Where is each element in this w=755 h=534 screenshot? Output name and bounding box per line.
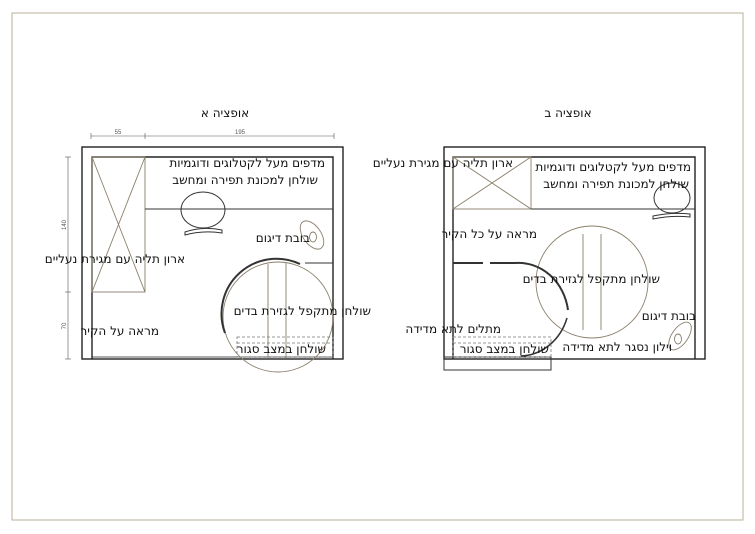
- label-mannequin: בובת דיגום: [642, 309, 696, 323]
- label-mirror: מראה על הקיר: [80, 324, 159, 338]
- label-mannequin: בובת דיגום: [256, 231, 310, 245]
- label-closed-table: שולחן במצב סגור: [460, 342, 549, 356]
- label-hangers: מתלים לתא מדידה: [405, 322, 501, 336]
- closed-table: [236, 336, 334, 358]
- dim-140: 140: [62, 219, 68, 230]
- mannequin-icon: [668, 321, 692, 351]
- chair-icon: [180, 191, 226, 236]
- label-curtain: וילון נסגר לתא מדידה: [562, 340, 672, 354]
- label-wardrobe: ארון תליה עם מגירת נעליים: [373, 156, 513, 170]
- plan-option-b: אופציה ב ארון תליה עם מג: [373, 106, 706, 371]
- label-shelves: מדפים מעל לקטלוגים ודוגמיות: [169, 156, 325, 170]
- page-frame: [11, 12, 744, 521]
- dimension-lines: 55 195 140 70: [62, 130, 335, 360]
- outer-wall: [443, 146, 706, 360]
- mannequin-icon: [299, 220, 325, 250]
- closed-table: [452, 336, 552, 358]
- label-closed-table: שולחן במצב סגור: [237, 342, 326, 356]
- dim-55: 55: [115, 130, 122, 136]
- inner-wall: [452, 156, 696, 359]
- chair-icon: [652, 182, 691, 220]
- curtain: [453, 261, 569, 357]
- wardrobe: [452, 156, 532, 210]
- outer-wall: [81, 146, 344, 360]
- label-folding-table: שולחן מתקפל לגזירת בדים: [234, 304, 371, 318]
- label-wardrobe: ארון תליה עם מגירת נעליים: [45, 252, 185, 266]
- label-mirror: מראה על כל הקיר: [441, 227, 537, 241]
- folding-table: [535, 225, 649, 339]
- label-sewing-desk: שולחן למכונת תפירה ומחשב: [543, 177, 689, 191]
- option-a-title: אופציה א: [201, 106, 249, 120]
- option-b-title: אופציה ב: [544, 106, 591, 120]
- dim-70: 70: [62, 322, 68, 329]
- plan-option-a: אופציה א 55 195 140 70: [45, 106, 371, 373]
- label-sewing-desk: שולחן למכונת תפירה ומחשב: [172, 173, 318, 187]
- label-folding-table: שולחן מתקפל לגזירת בדים: [523, 272, 660, 286]
- wardrobe: [91, 156, 146, 293]
- label-shelves: מדפים מעל לקטלוגים ודוגמיות: [535, 160, 691, 174]
- dim-195: 195: [235, 130, 246, 136]
- folding-table: [220, 257, 334, 373]
